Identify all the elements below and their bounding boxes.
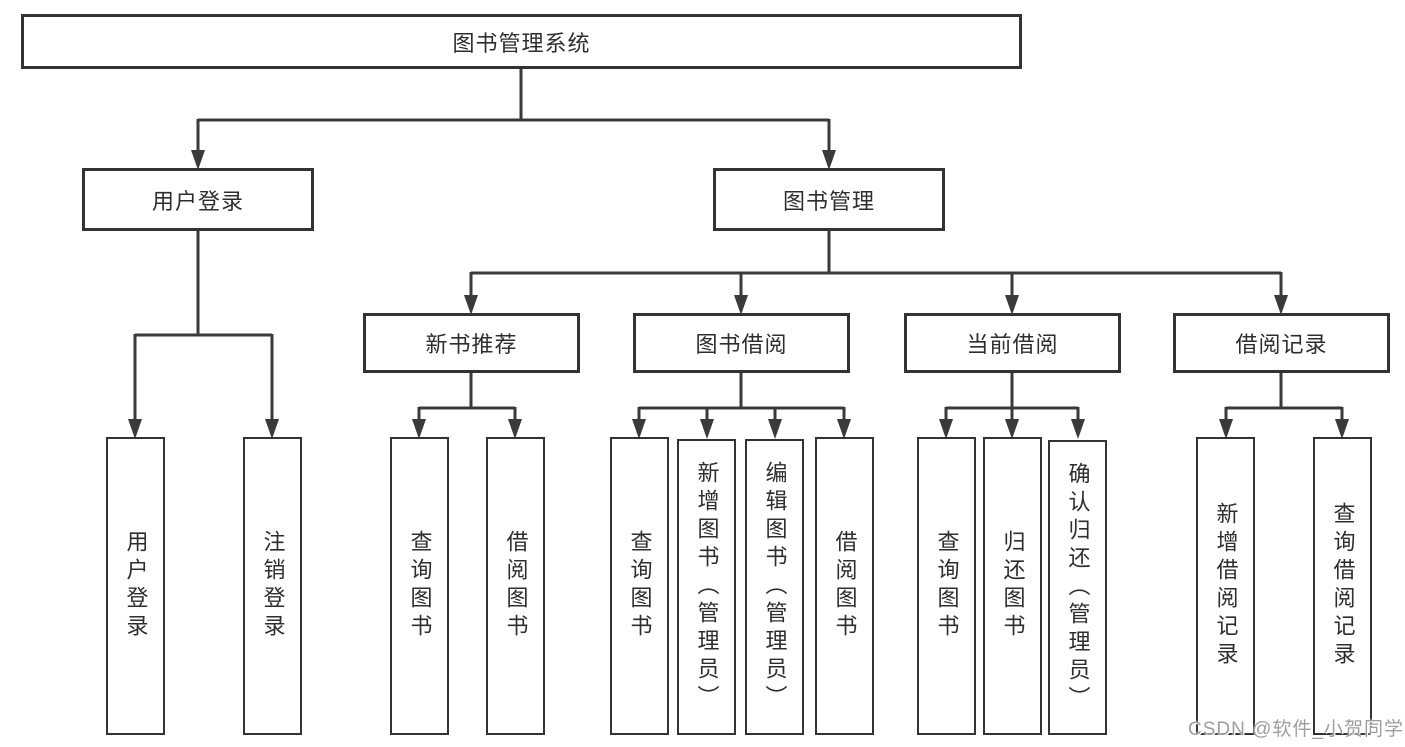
arrowhead-icons	[128, 150, 1349, 439]
leaf-add-books-admin: 新增图书（管理员）	[677, 439, 736, 735]
leaf-query-books-3: 查询图书	[917, 437, 976, 735]
leaf-query-books-1-label: 查询图书	[407, 530, 433, 642]
node-book-mgmt: 图书管理	[713, 168, 945, 231]
node-current-borrow: 当前借阅	[904, 313, 1121, 373]
leaf-add-borrow-record-label: 新增借阅记录	[1213, 502, 1239, 670]
node-book-mgmt-label: 图书管理	[782, 188, 875, 214]
node-borrow-records-label: 借阅记录	[1235, 332, 1328, 357]
node-user-login: 用户登录	[82, 168, 314, 231]
leaf-query-books-3-label: 查询图书	[934, 530, 960, 642]
leaf-query-books-1: 查询图书	[390, 437, 449, 735]
node-new-book-recommend-label: 新书推荐	[425, 332, 518, 357]
leaf-add-books-admin-label: 新增图书（管理员）	[694, 461, 720, 713]
root-node-label: 图书管理系统	[452, 30, 591, 56]
leaf-user-login-label: 用户登录	[123, 530, 149, 642]
node-current-borrow-label: 当前借阅	[966, 332, 1059, 357]
watermark: CSDN @软件_小贺同学	[1188, 719, 1404, 740]
leaf-query-borrow-record-label: 查询借阅记录	[1330, 502, 1356, 670]
leaf-user-login: 用户登录	[106, 437, 165, 735]
leaf-query-books-2-label: 查询图书	[627, 530, 653, 642]
node-new-book-recommend: 新书推荐	[363, 313, 580, 373]
leaf-add-borrow-record: 新增借阅记录	[1196, 437, 1255, 735]
node-book-borrow: 图书借阅	[633, 313, 850, 373]
leaf-query-books-2: 查询图书	[610, 437, 669, 735]
node-book-borrow-label: 图书借阅	[695, 332, 788, 357]
root-node-system: 图书管理系统	[21, 14, 1022, 69]
node-borrow-records: 借阅记录	[1173, 313, 1390, 373]
node-user-login-label: 用户登录	[151, 188, 244, 214]
leaf-confirm-return-admin: 确认归还（管理员）	[1048, 440, 1107, 735]
leaf-borrow-books-2-label: 借阅图书	[832, 530, 858, 642]
leaf-return-books: 归还图书	[983, 437, 1042, 735]
leaf-return-books-label: 归还图书	[1000, 530, 1026, 642]
leaf-logout-label: 注销登录	[260, 530, 286, 642]
leaf-query-borrow-record: 查询借阅记录	[1313, 437, 1372, 735]
leaf-edit-books-admin-label: 编辑图书（管理员）	[762, 461, 788, 713]
leaf-borrow-books-1-label: 借阅图书	[503, 530, 529, 642]
leaf-borrow-books-1: 借阅图书	[486, 437, 545, 735]
leaf-logout: 注销登录	[243, 437, 302, 735]
leaf-confirm-return-admin-label: 确认归还（管理员）	[1065, 461, 1091, 714]
leaf-borrow-books-2: 借阅图书	[815, 437, 874, 735]
leaf-edit-books-admin: 编辑图书（管理员）	[745, 439, 804, 735]
